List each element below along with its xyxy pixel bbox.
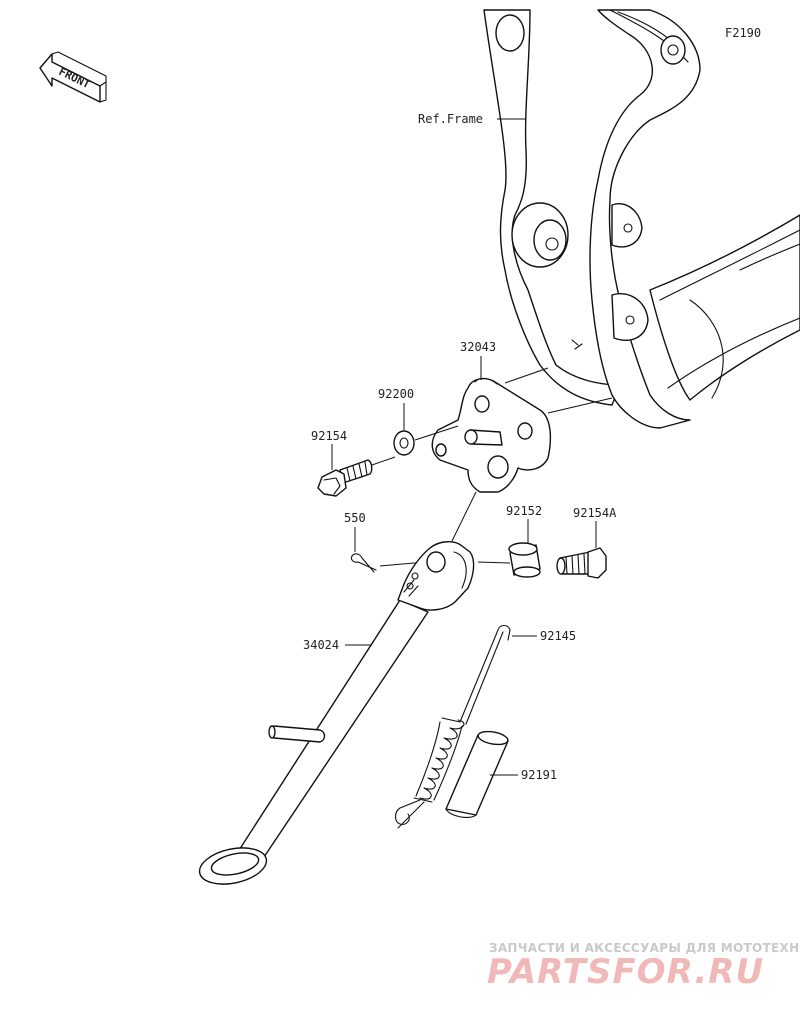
part-92154-bolt xyxy=(317,459,373,497)
axis-92154 xyxy=(371,456,396,466)
axis-92152 xyxy=(477,561,511,564)
part-550-cotter-pin xyxy=(350,553,377,573)
part-label-92200: 92200 xyxy=(378,387,414,401)
part-92154a-bolt xyxy=(556,547,607,579)
motorcycle-frame xyxy=(483,9,800,429)
watermark-logo: ЗАПЧАСТИ И АКСЕССУАРЫ ДЛЯ МОТОТЕХНИКИ PA… xyxy=(487,941,800,992)
part-label-34024: 34024 xyxy=(303,638,339,652)
axis-92200 xyxy=(414,425,459,441)
diagram-code: F2190 xyxy=(725,26,761,40)
watermark-brand: PARTSFOR.RU xyxy=(487,952,764,992)
watermark-tagline: ЗАПЧАСТИ И АКСЕССУАРЫ ДЛЯ МОТОТЕХНИКИ xyxy=(489,941,800,955)
projection-line-lower xyxy=(547,397,613,414)
part-92191-tube xyxy=(445,730,509,818)
part-92200-washer xyxy=(393,430,415,456)
part-32043-bracket xyxy=(431,377,552,493)
part-92145-spring xyxy=(394,624,511,829)
projection-line-upper xyxy=(504,367,549,384)
part-label-92191: 92191 xyxy=(521,768,557,782)
part-92152-collar xyxy=(508,542,541,578)
ref-frame-label: Ref.Frame xyxy=(418,112,483,126)
front-arrow-icon: FRONT xyxy=(39,51,107,103)
part-label-32043: 32043 xyxy=(460,340,496,354)
part-label-92154a: 92154A xyxy=(573,506,617,520)
part-34024-side-stand xyxy=(198,541,475,885)
axis-stand-pivot xyxy=(451,491,477,542)
part-label-550: 550 xyxy=(344,511,366,525)
part-label-92154: 92154 xyxy=(311,429,347,443)
part-label-92145: 92145 xyxy=(540,629,576,643)
part-label-92152: 92152 xyxy=(506,504,542,518)
